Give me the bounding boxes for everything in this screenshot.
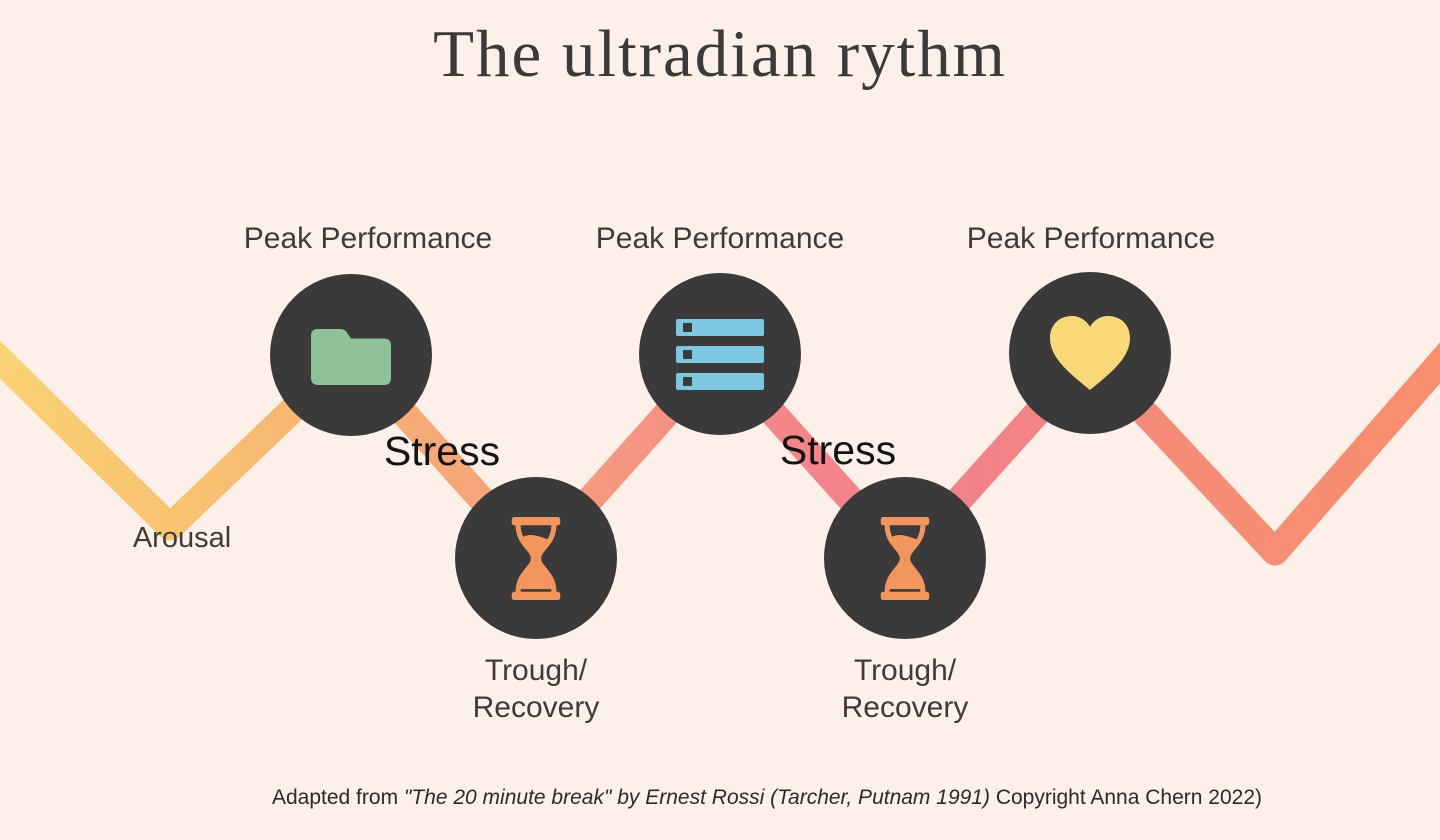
peak-performance-label-1: Peak Performance (243, 222, 493, 255)
citation-footer: Adapted from "The 20 minute break" by Er… (0, 786, 1440, 810)
citation-suffix: Copyright Anna Chern 2022) (989, 786, 1262, 809)
peak-node-heart (1009, 272, 1171, 434)
peak-node-folder (270, 274, 432, 436)
stress-label-2: Stress (779, 427, 897, 473)
trough-label-line1: Trough/ (853, 654, 957, 687)
trough-recovery-label-1: Trough/ Recovery (426, 652, 646, 726)
peak-performance-label-2: Peak Performance (595, 222, 845, 255)
citation-prefix: Adapted from (271, 786, 404, 809)
folder-icon (311, 329, 391, 385)
trough-label-line1: Trough/ (484, 654, 588, 687)
trough-node-2 (824, 477, 986, 639)
hourglass-icon (880, 516, 930, 600)
trough-node-1 (455, 477, 617, 639)
arousal-label: Arousal (132, 522, 232, 554)
stress-label-1: Stress (383, 428, 501, 474)
trough-recovery-label-2: Trough/ Recovery (795, 652, 1015, 726)
trough-label-line2: Recovery (841, 691, 969, 724)
peak-node-server (639, 273, 801, 435)
trough-label-line2: Recovery (472, 691, 600, 724)
server-stack-icon (676, 318, 764, 390)
hourglass-icon (511, 516, 561, 600)
page-title: The ultradian rythm (433, 17, 1007, 91)
citation-italic: "The 20 minute break" by Ernest Rossi (T… (403, 786, 990, 809)
peak-performance-label-3: Peak Performance (966, 222, 1216, 255)
heart-icon (1050, 316, 1130, 390)
